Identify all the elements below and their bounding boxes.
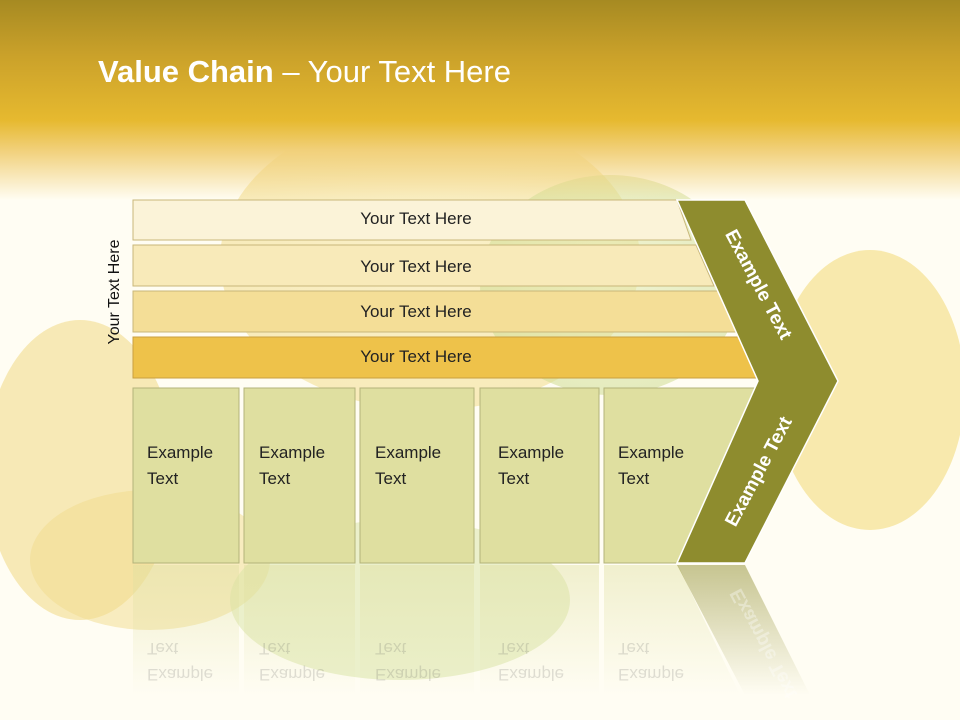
- column-box-1: [132, 387, 240, 564]
- column-reflection-label-4-line1: Example: [498, 665, 565, 684]
- column-reflection-label-3: Example Text: [375, 635, 463, 687]
- column-label-4-line2: Text: [498, 469, 530, 488]
- column-reflection-label-3-line2: Text: [375, 639, 407, 658]
- slide-title-rest: – Your Text Here: [273, 54, 511, 89]
- column-label-3-line2: Text: [375, 469, 407, 488]
- row-label-3: Your Text Here: [360, 302, 472, 321]
- column-reflection-label-1-line2: Text: [147, 639, 179, 658]
- slide-title: Value Chain – Your Text Here: [98, 54, 511, 90]
- column-label-1-line2: Text: [147, 469, 179, 488]
- column-box-3: [359, 387, 475, 564]
- column-reflection-5: [604, 565, 740, 695]
- column-reflection-label-5: Example Text: [618, 635, 706, 687]
- column-label-5-line2: Text: [618, 469, 650, 488]
- column-reflection-label-4: Example Text: [498, 635, 586, 687]
- column-reflection-3: [360, 565, 474, 695]
- column-reflection-1: [133, 565, 239, 695]
- column-reflection-label-2: Example Text: [259, 635, 347, 687]
- column-reflection-label-2-line2: Text: [259, 639, 291, 658]
- row-label-4: Your Text Here: [360, 347, 472, 366]
- row-bar-1: [132, 199, 692, 241]
- column-label-1-line1: Example: [147, 443, 214, 462]
- slide-title-bold: Value Chain: [98, 54, 274, 89]
- column-reflection-4: [480, 565, 599, 695]
- header-band: [0, 0, 960, 200]
- column-label-2-line1: Example: [259, 443, 326, 462]
- column-label-4-line1: Example: [498, 443, 565, 462]
- column-label-3-line1: Example: [375, 443, 442, 462]
- chevron-reflection: [677, 565, 810, 695]
- chevron-arrow: [675, 199, 839, 564]
- column-reflection-label-4-line2: Text: [498, 639, 530, 658]
- row-label-1: Your Text Here: [360, 209, 472, 228]
- column-reflection-2: [244, 565, 355, 695]
- column-reflection-label-3-line1: Example: [375, 665, 442, 684]
- row-label-2: Your Text Here: [360, 257, 472, 276]
- column-reflection-label-1-line1: Example: [147, 665, 214, 684]
- column-reflection-label-2-line1: Example: [259, 665, 326, 684]
- column-reflection-label-5-line2: Text: [618, 639, 650, 658]
- column-label-5-line1: Example: [618, 443, 685, 462]
- row-bar-2: [132, 244, 715, 287]
- column-label-2-line2: Text: [259, 469, 291, 488]
- column-reflection-label-1: Example Text: [147, 635, 235, 687]
- column-reflection-label-5-line1: Example: [618, 665, 685, 684]
- column-box-4: [479, 387, 600, 564]
- column-box-2: [243, 387, 356, 564]
